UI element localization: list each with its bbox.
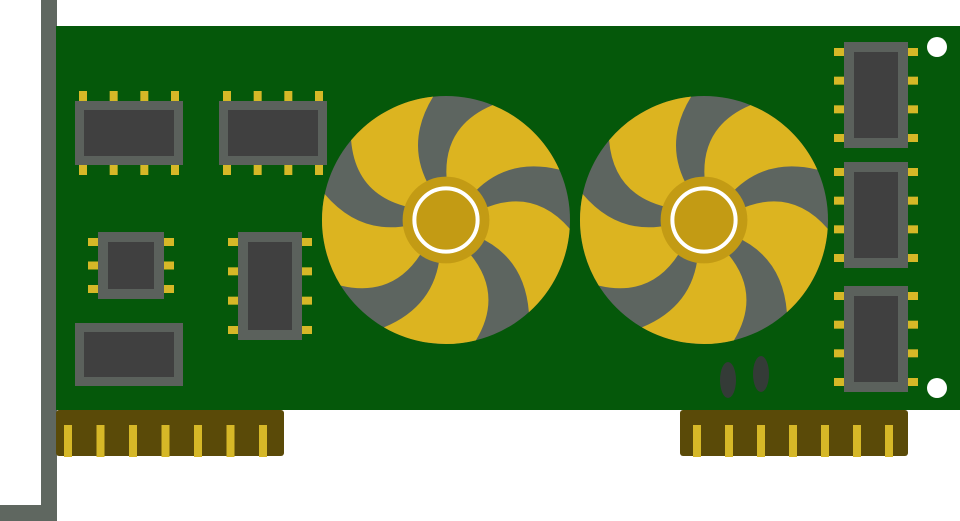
contact-finger — [693, 425, 701, 457]
contact-finger — [725, 425, 733, 457]
contact-finger — [789, 425, 797, 457]
edge-connector-left — [56, 410, 284, 457]
fan-blade — [383, 248, 489, 344]
contact-finger — [161, 425, 170, 457]
memory-chips — [75, 42, 918, 392]
contact-finger — [96, 425, 105, 457]
fan-blade — [580, 194, 683, 289]
fan-blade — [446, 105, 560, 196]
fan-blade — [734, 201, 828, 313]
contact-fingers-left — [64, 425, 267, 457]
fan-blade — [641, 248, 747, 344]
contact-finger — [194, 425, 202, 457]
contact-fingers-right — [693, 425, 893, 457]
fan-hub-ring — [412, 186, 480, 254]
contact-finger — [757, 425, 765, 457]
chip — [228, 232, 312, 340]
fan-blade — [351, 96, 434, 209]
fan-blade — [609, 96, 692, 209]
fan-right — [580, 96, 828, 344]
chip — [88, 232, 174, 299]
mount-hole — [927, 37, 947, 57]
capacitor — [753, 356, 769, 392]
chip — [834, 42, 918, 148]
contact-finger — [821, 425, 829, 457]
contact-finger — [853, 425, 861, 457]
fan-left — [322, 96, 570, 344]
contact-finger — [885, 425, 893, 457]
mounting-bracket — [0, 0, 57, 521]
edge-connector-right — [680, 410, 908, 457]
chip — [219, 91, 327, 175]
chip — [75, 91, 183, 175]
contact-finger — [226, 425, 235, 457]
fan-hub-ring — [670, 186, 738, 254]
fan-blade — [704, 105, 818, 196]
fan-blade — [322, 194, 425, 289]
contact-finger — [64, 425, 72, 457]
contact-finger — [129, 425, 137, 457]
contact-finger — [259, 425, 267, 457]
capacitor — [720, 362, 736, 398]
mount-hole — [927, 378, 947, 398]
cooling-fans — [322, 96, 828, 344]
chip — [834, 286, 918, 392]
chip — [75, 323, 183, 386]
fan-blade — [476, 201, 570, 313]
chip — [834, 162, 918, 268]
